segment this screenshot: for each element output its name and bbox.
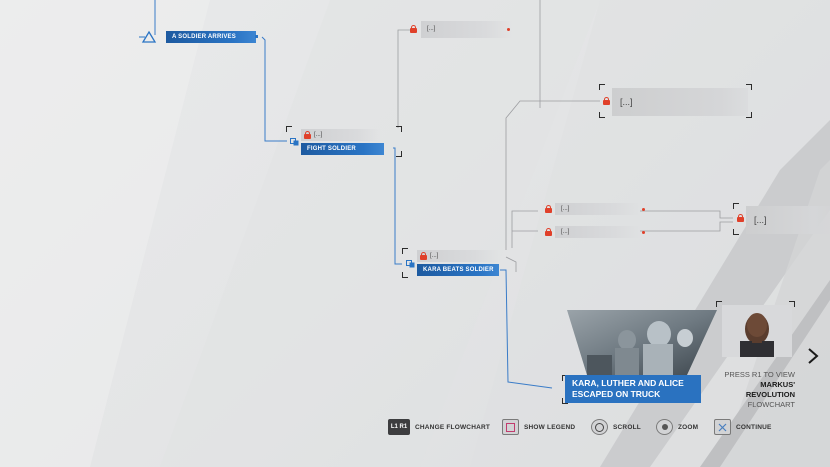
avatar bbox=[722, 305, 792, 357]
ending-title-line2: ESCAPED ON TRUCK bbox=[572, 389, 661, 399]
lock-icon bbox=[410, 25, 417, 33]
legend-label: SCROLL bbox=[613, 423, 641, 431]
node-bracket bbox=[746, 84, 752, 90]
prompt-line1: PRESS R1 TO VIEW bbox=[724, 370, 795, 379]
node-bracket bbox=[733, 203, 739, 209]
locked-choice[interactable]: [...] bbox=[555, 203, 640, 215]
node-fight-soldier[interactable]: FIGHT SOLDIER bbox=[301, 143, 384, 155]
locked-choice[interactable]: [...] bbox=[555, 226, 640, 238]
locked-choice[interactable]: [...] bbox=[417, 250, 499, 262]
lock-icon bbox=[420, 252, 427, 260]
left-stick-icon bbox=[591, 419, 608, 435]
chevron-right-icon[interactable] bbox=[804, 347, 822, 365]
locked-choice[interactable]: [...] bbox=[746, 206, 830, 234]
locked-label: [...] bbox=[314, 132, 323, 138]
lock-icon bbox=[545, 205, 552, 213]
legend-zoom[interactable]: ZOOM bbox=[656, 418, 698, 436]
legend-scroll[interactable]: SCROLL bbox=[591, 418, 641, 436]
legend-show-legend[interactable]: SHOW LEGEND bbox=[502, 418, 575, 436]
l1-r1-label: L1 R1 bbox=[390, 424, 408, 430]
legend-label: SHOW LEGEND bbox=[524, 423, 576, 431]
node-bracket bbox=[599, 84, 605, 90]
prompt-line2: MARKUS' bbox=[760, 380, 795, 389]
legend-change-flowchart[interactable]: L1 R1 CHANGE FLOWCHART bbox=[388, 418, 490, 436]
locked-choice[interactable]: [...] bbox=[421, 21, 513, 38]
view-markus-prompt: PRESS R1 TO VIEW MARKUS' REVOLUTION FLOW… bbox=[700, 370, 795, 410]
right-stick-icon bbox=[656, 419, 673, 435]
node-kara-beats-soldier[interactable]: KARA BEATS SOLDIER bbox=[417, 264, 499, 276]
node-bracket bbox=[286, 126, 292, 132]
portrait-bracket bbox=[789, 301, 795, 307]
locked-label: [...] bbox=[427, 26, 436, 32]
node-bracket bbox=[396, 126, 402, 132]
node-bracket bbox=[396, 151, 402, 157]
locked-label: [...] bbox=[430, 253, 439, 259]
lock-icon bbox=[545, 228, 552, 236]
locked-choice[interactable]: [...] bbox=[612, 88, 748, 116]
connector-dot bbox=[642, 208, 645, 211]
prompt-line3: REVOLUTION bbox=[745, 390, 795, 399]
ending-thumbnail-image bbox=[567, 310, 717, 375]
legend-label: ZOOM bbox=[678, 423, 699, 431]
prompt-line4: FLOWCHART bbox=[747, 400, 795, 409]
branch-icon bbox=[290, 138, 299, 146]
node-bracket bbox=[746, 112, 752, 118]
legend-label: CHANGE FLOWCHART bbox=[415, 423, 491, 431]
ending-thumbnail bbox=[567, 310, 717, 375]
connector-dot bbox=[255, 35, 258, 38]
locked-label: [...] bbox=[561, 206, 570, 212]
node-bracket bbox=[733, 229, 739, 235]
ending-title-line1: KARA, LUTHER AND ALICE bbox=[572, 378, 684, 388]
locked-label: [...] bbox=[620, 97, 633, 107]
connector-dot bbox=[642, 231, 645, 234]
cross-icon bbox=[714, 419, 731, 435]
locked-label: [...] bbox=[561, 229, 570, 235]
node-bracket bbox=[599, 112, 605, 118]
lock-icon bbox=[737, 214, 744, 222]
ending-node[interactable]: KARA, LUTHER AND ALICE ESCAPED ON TRUCK bbox=[565, 375, 701, 403]
portrait-bracket bbox=[716, 301, 722, 307]
lock-icon bbox=[603, 97, 610, 105]
connector-dot bbox=[507, 28, 510, 31]
node-bracket bbox=[402, 272, 408, 278]
locked-label: [...] bbox=[754, 215, 767, 225]
locked-choice[interactable]: [...] bbox=[301, 129, 381, 141]
node-bracket bbox=[562, 398, 568, 404]
branch-icon bbox=[406, 260, 415, 268]
legend-label: CONTINUE bbox=[736, 423, 772, 431]
node-a-soldier-arrives[interactable]: A SOLDIER ARRIVES bbox=[166, 31, 256, 43]
l1-r1-icon: L1 R1 bbox=[388, 419, 410, 435]
square-icon bbox=[502, 419, 519, 435]
markus-portrait bbox=[722, 305, 792, 357]
triangle-icon bbox=[139, 30, 157, 43]
lock-icon bbox=[304, 131, 311, 139]
node-bracket bbox=[402, 248, 408, 254]
legend-continue[interactable]: CONTINUE bbox=[714, 418, 772, 436]
